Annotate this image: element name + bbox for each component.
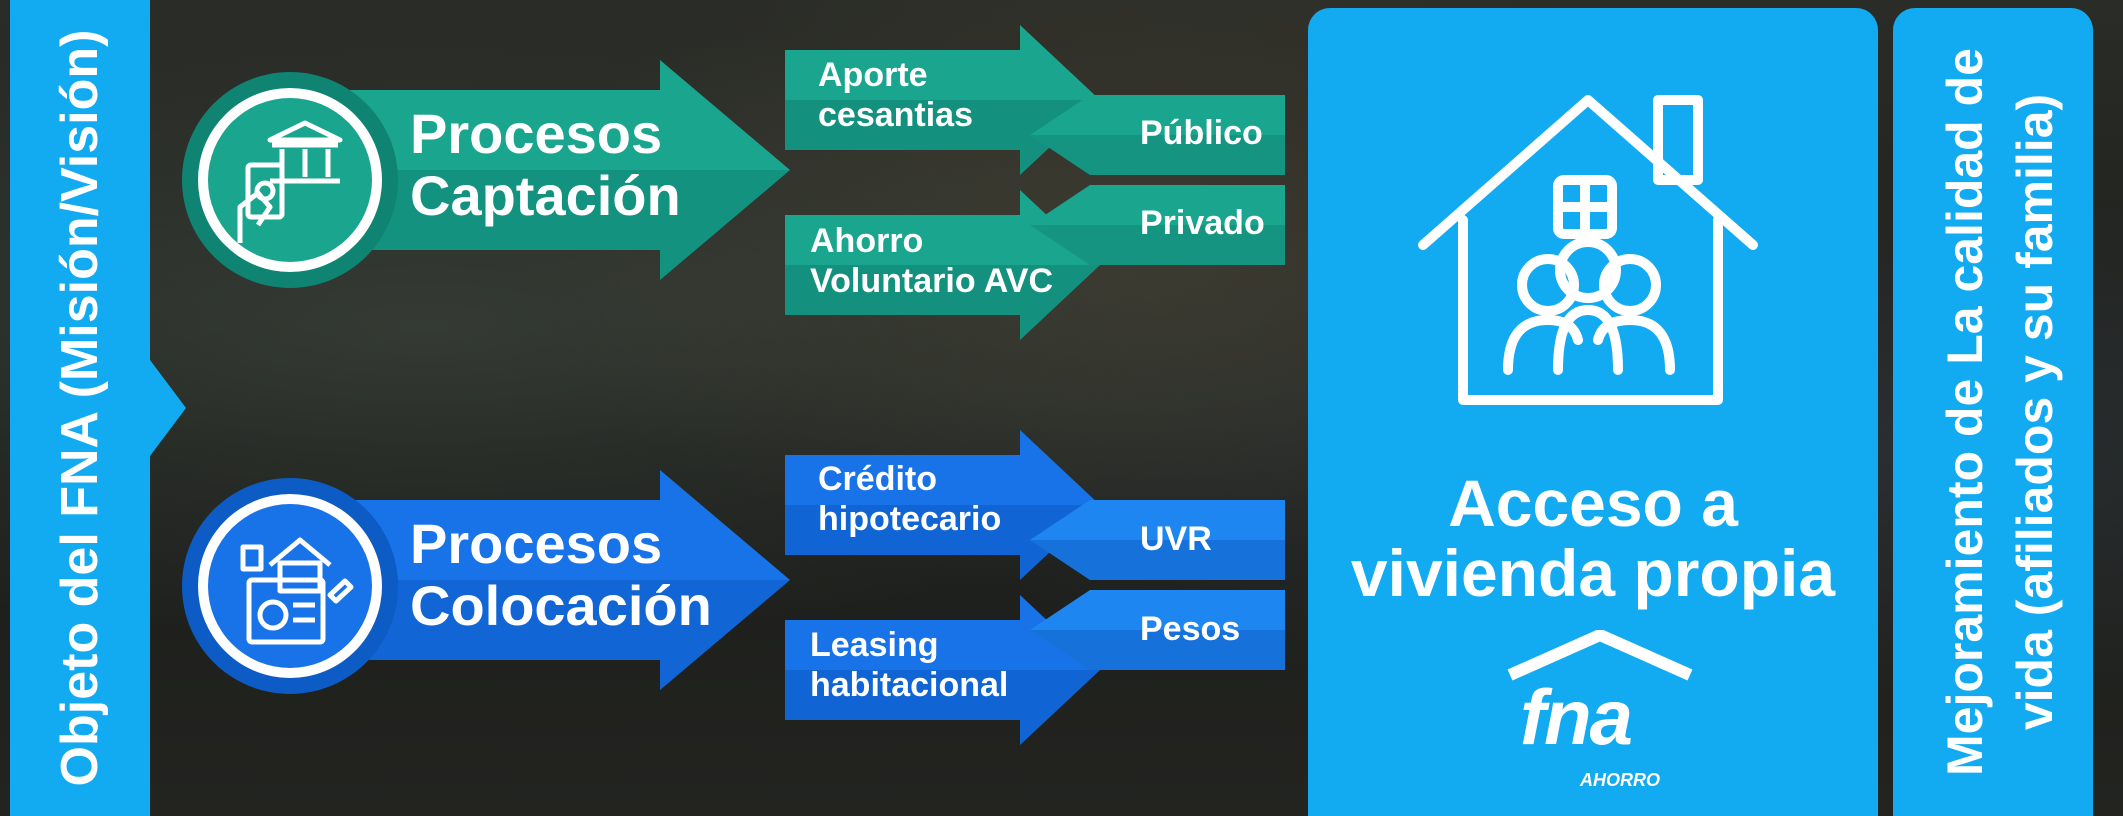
sub-arrow-leasing-line1: Leasing: [810, 626, 939, 664]
main-arrow-captacion: [300, 60, 790, 280]
result-label-line2: vivienda propia: [1350, 536, 1836, 610]
sub-arrow-aporte-line2: cesantias: [818, 96, 973, 134]
fna-logo-tagline: AHORRO: [1580, 770, 1660, 790]
result-panel: [1308, 8, 1878, 816]
left-bar: [10, 0, 186, 816]
fna-logo: [1507, 630, 1693, 681]
sub-arrow-aporte-line1: Aporte: [818, 56, 928, 94]
sub-arrows-captacion: [785, 25, 1100, 340]
captacion-label-line2: Captación: [410, 164, 681, 227]
sub-arrow-ahorro-line1: Ahorro: [810, 222, 924, 260]
fna-logo-text: fna: [1520, 673, 1633, 761]
sub-arrow-credito-line2: hipotecario: [818, 500, 1002, 538]
right-bar-label-line2: vida (afiliados y su familia): [2007, 93, 2063, 731]
left-bar-label: Objeto del FNA (Misión/Visión): [51, 29, 109, 787]
right-bar: [1893, 8, 2093, 816]
type-arrows-colocacion: [1030, 500, 1285, 670]
house-document-icon: [240, 537, 354, 645]
type-arrows-captacion: [1030, 95, 1285, 265]
type-publico: Público: [1140, 114, 1263, 152]
captacion-label-line1: Procesos: [410, 102, 663, 165]
sub-arrow-ahorro-line2: Voluntario AVC: [810, 262, 1054, 300]
type-privado: Privado: [1140, 204, 1265, 242]
sub-arrow-credito-line1: Crédito: [818, 460, 937, 498]
main-arrow-colocacion: [300, 470, 790, 690]
right-bar-label-line1: Mejoramiento de La calidad de: [1937, 48, 1993, 776]
bank-money-hand-icon: [237, 120, 343, 243]
colocacion-label-line1: Procesos: [410, 512, 663, 575]
colocacion-label-line2: Colocación: [410, 574, 712, 637]
result-label-line1: Acceso a: [1448, 466, 1738, 540]
type-uvr: UVR: [1140, 520, 1212, 558]
connector-captacion: [570, 150, 790, 210]
sub-arrow-leasing-line2: habitacional: [810, 666, 1009, 704]
family-house-icon: [1418, 95, 1758, 405]
type-pesos: Pesos: [1140, 610, 1241, 648]
sub-arrows-colocacion: [785, 430, 1100, 745]
